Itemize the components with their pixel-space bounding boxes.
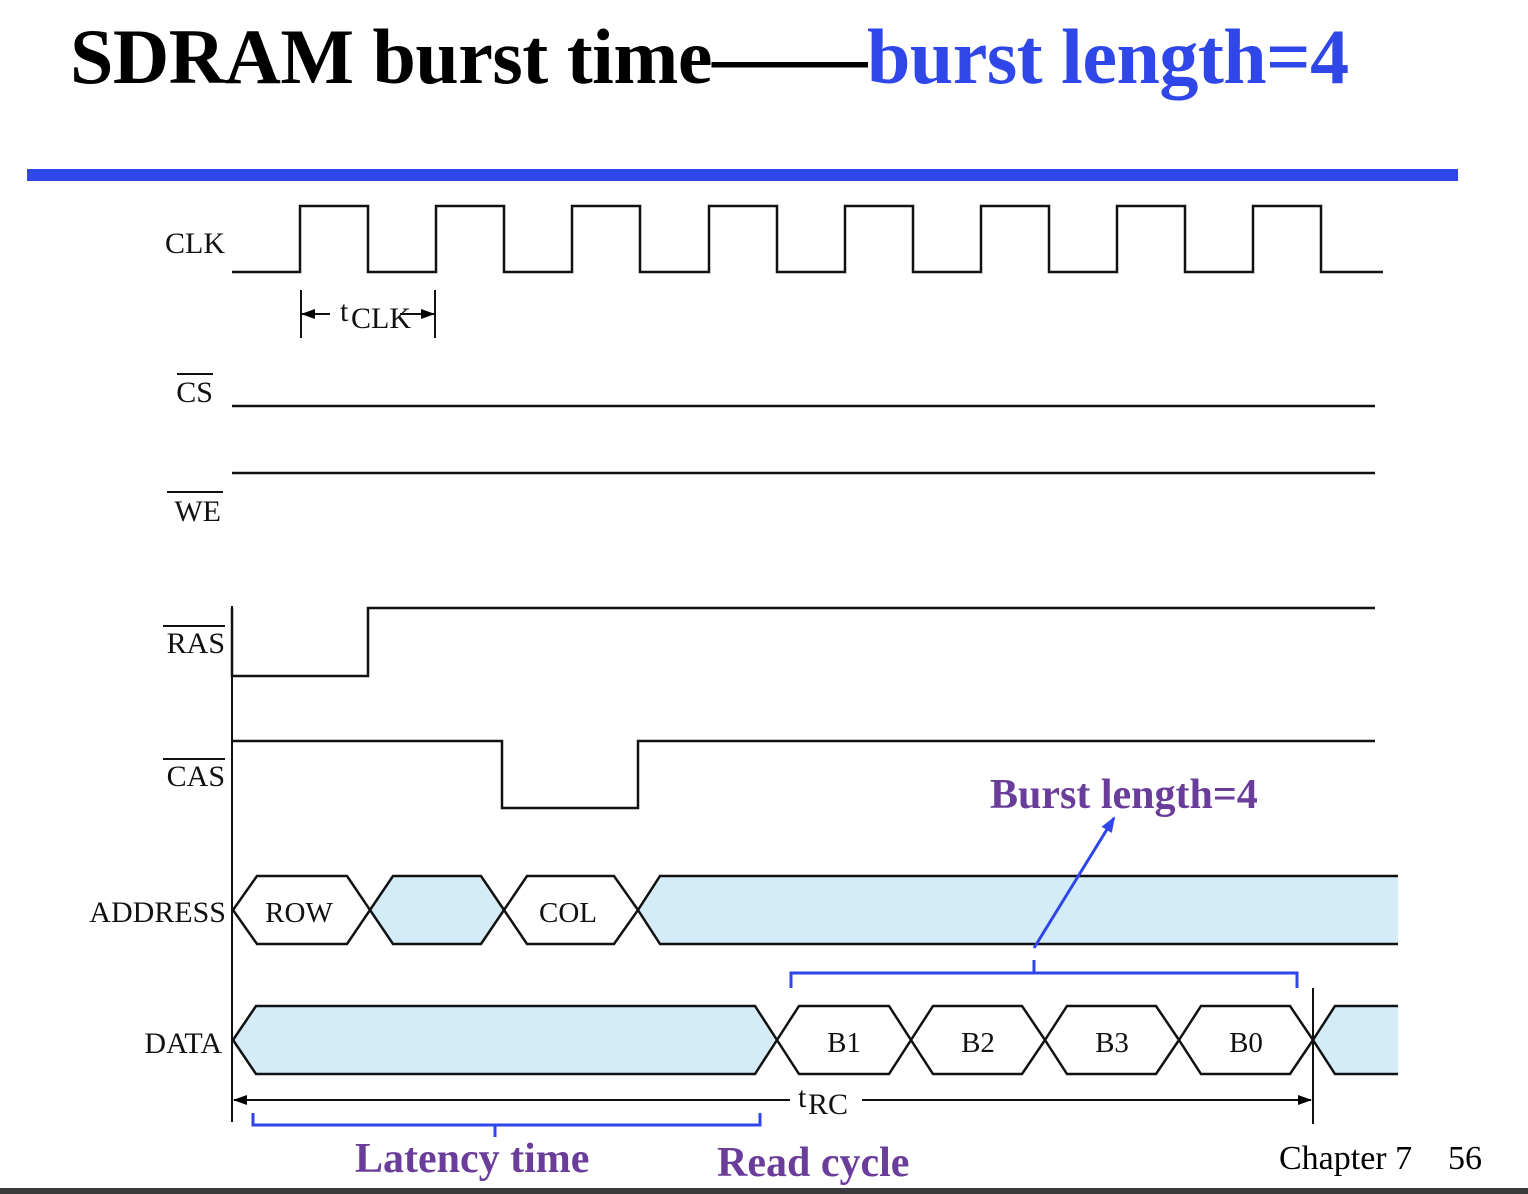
slide-title: SDRAM burst time——burst length=4 xyxy=(70,14,1349,100)
cas-waveform xyxy=(232,739,1375,810)
footer-page-number: 56 xyxy=(1448,1140,1482,1177)
data-b1-text: B1 xyxy=(827,1027,861,1059)
ras-waveform xyxy=(230,606,1375,678)
title-underline xyxy=(27,169,1458,181)
data-latency-region xyxy=(231,1004,779,1076)
read-cycle-annotation: Read cycle xyxy=(717,1140,909,1186)
trc-t: t xyxy=(798,1081,807,1114)
tclk-t: t xyxy=(340,295,349,328)
cas-label: CAS xyxy=(167,760,225,793)
latency-bracket xyxy=(251,1113,762,1137)
clk-label: CLK xyxy=(165,227,225,260)
data-b3-text: B3 xyxy=(1095,1027,1129,1059)
trc-dimension: t RC xyxy=(233,988,1314,1124)
address-dontcare-2 xyxy=(638,876,1398,944)
title-main: SDRAM burst time xyxy=(70,13,712,100)
we-label: WE xyxy=(174,495,221,528)
ras-label: RAS xyxy=(167,627,225,660)
address-row-text: ROW xyxy=(265,897,333,929)
burst-bracket xyxy=(789,816,1299,988)
address-col-text: COL xyxy=(539,897,597,929)
title-dash: —— xyxy=(711,13,868,100)
address-label: ADDRESS xyxy=(89,896,226,929)
address-bus: ROW COL xyxy=(231,874,1398,946)
cs-label: CS xyxy=(176,376,213,409)
latency-time-annotation: Latency time xyxy=(355,1136,589,1182)
clk-waveform xyxy=(232,204,1383,274)
tclk-dimension: t CLK xyxy=(300,290,436,338)
bottom-edge-bar xyxy=(0,1188,1528,1194)
footer-chapter: Chapter 7 xyxy=(1279,1140,1413,1177)
data-bus: B1 B2 B3 B0 xyxy=(231,1004,1398,1076)
address-tail-outline xyxy=(636,874,1398,946)
data-label: DATA xyxy=(144,1027,222,1060)
burst-arrow xyxy=(1032,816,1116,949)
title-highlight: burst length=4 xyxy=(866,13,1349,100)
data-tail-region xyxy=(1313,1006,1398,1074)
tclk-sub: CLK xyxy=(351,302,411,335)
data-b2-text: B2 xyxy=(961,1027,995,1059)
burst-length-annotation: Burst length=4 xyxy=(990,772,1258,818)
trc-sub: RC xyxy=(808,1088,848,1121)
address-dontcare-1 xyxy=(368,874,506,946)
data-b0-text: B0 xyxy=(1229,1027,1263,1059)
